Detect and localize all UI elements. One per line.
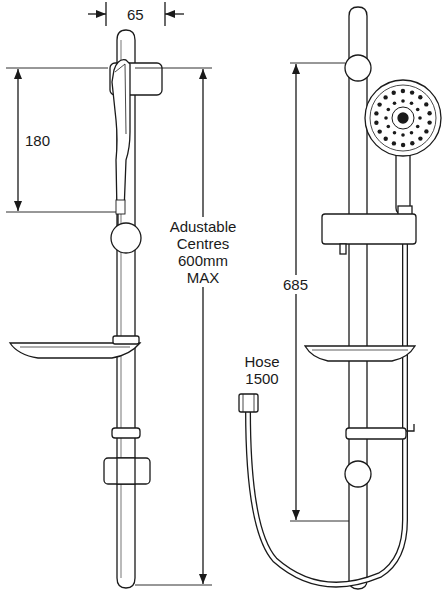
dimension-arrow (202, 300, 203, 584)
extension-line (6, 68, 108, 69)
spray-nozzle (392, 141, 396, 145)
dimension-arrow (17, 69, 18, 110)
centre-spray (392, 107, 414, 129)
dimension-arrow (88, 13, 106, 14)
spray-nozzle (378, 129, 382, 133)
spray-nozzle (392, 91, 396, 95)
dimension-value: 685 (281, 275, 310, 294)
dimension-value: 65 (125, 5, 146, 24)
hose-retaining-ring (346, 428, 406, 439)
dimension-arrow (295, 64, 296, 290)
slider-knob (111, 223, 141, 253)
spray-nozzle (384, 116, 388, 120)
spray-nozzle (401, 99, 405, 103)
dimension-arrow (295, 290, 296, 520)
extension-line (290, 521, 349, 522)
spray-nozzle (401, 133, 405, 137)
nut-flat (254, 394, 255, 412)
dish-holder (113, 336, 139, 344)
dimension-arrow (17, 170, 18, 211)
soap-dish (305, 346, 415, 361)
handset-side (112, 60, 130, 212)
spray-nozzle (401, 89, 405, 93)
spray-nozzle (387, 108, 391, 112)
spray-nozzle (418, 95, 422, 99)
hose-line (117, 214, 118, 225)
centre-nozzle (398, 113, 408, 123)
spray-nozzle (410, 102, 414, 106)
spray-nozzles (374, 89, 432, 147)
dimension-arrow (165, 13, 184, 14)
dimension-note: Adustable Centres 600mm MAX (159, 217, 247, 287)
spray-nozzle (410, 141, 414, 145)
spray-nozzle (416, 108, 420, 112)
hose-nut (239, 394, 258, 412)
spray-nozzle (374, 121, 378, 125)
hose-connector (116, 200, 125, 214)
ring-clip (406, 424, 414, 431)
spray-nozzle (427, 111, 431, 115)
slider-screw (340, 244, 346, 254)
handset-handle (396, 150, 410, 214)
part-label: Hose 1500 (235, 352, 289, 388)
spray-nozzle (416, 125, 420, 129)
wall-bracket-end (345, 55, 371, 81)
extension-line (135, 585, 212, 586)
extension-line (135, 68, 212, 69)
extension-line (6, 212, 118, 213)
spray-nozzle (410, 131, 414, 135)
wall-bracket (104, 458, 150, 484)
spray-nozzle (387, 125, 391, 129)
soap-dish-rim (20, 347, 130, 348)
spray-nozzle (384, 137, 388, 141)
shower-head (365, 80, 441, 156)
spray-nozzle (424, 102, 428, 106)
dimension-line (17, 110, 18, 170)
wall-bracket-end (345, 461, 371, 487)
spray-nozzle (418, 116, 422, 120)
dimension-value: 180 (23, 131, 52, 150)
rail-through-bracket (117, 458, 135, 484)
shower-head-face (370, 85, 436, 151)
spray-nozzle (401, 143, 405, 147)
riser-rail (349, 7, 367, 589)
spray-nozzle (377, 102, 381, 106)
spray-nozzle (374, 111, 378, 115)
slider-bracket (322, 214, 416, 244)
handset-face (115, 64, 126, 134)
spray-nozzle (393, 131, 397, 135)
shower-hose-core (248, 216, 405, 585)
hose-retaining-ring (112, 428, 140, 438)
soap-dish-rim (312, 350, 408, 351)
spray-nozzle (410, 90, 414, 94)
shower-hose (248, 216, 405, 585)
spray-nozzle (427, 120, 431, 124)
soap-dish (10, 343, 140, 358)
extension-line (290, 63, 345, 64)
spray-nozzle (424, 129, 428, 133)
spray-nozzle (393, 102, 397, 106)
spray-nozzle (418, 136, 422, 140)
nut-flat (243, 394, 244, 412)
spray-nozzle (383, 95, 387, 99)
